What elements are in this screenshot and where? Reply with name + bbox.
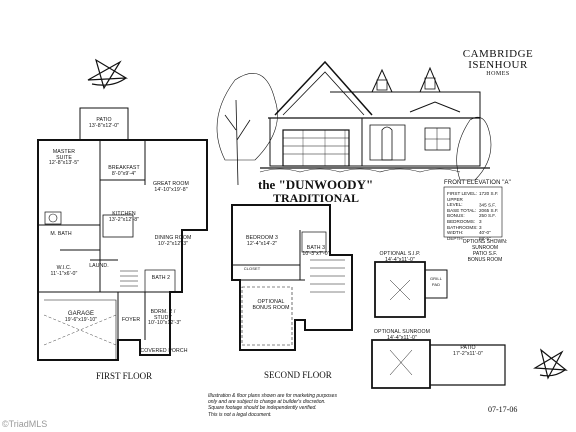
second-floor-title: SECOND FLOOR (264, 370, 332, 380)
first-floor-title: FIRST FLOOR (96, 371, 153, 381)
watermark: ©TriadMLS (2, 419, 48, 429)
signature-mark-top-left (87, 58, 128, 90)
plan-name: the "DUNWOODY" (258, 177, 374, 192)
stat-row: WIDTH:40'-0" (447, 230, 491, 236)
second-floor-plan (231, 204, 353, 351)
room-label-optional-bonus-room: OPTIONAL BONUS ROOM (252, 299, 290, 311)
stat-row: BASE TOTAL:2065 S.F. (447, 207, 499, 213)
elevation-label: FRONT ELEVATION "A" (444, 180, 511, 186)
plan-date: 07-17-06 (488, 405, 518, 414)
stat-row: BATHROOMS:3 (447, 224, 482, 230)
option-item: BONUS ROOM (467, 257, 503, 263)
room-label-foyer: FOYER (121, 317, 141, 323)
grill-pad-label: GRILL PAD (429, 276, 443, 287)
front-elevation-drawing (216, 60, 492, 186)
signature-mark-bottom-right (533, 348, 568, 380)
optional-sip-title: OPTIONAL S.I.P.14'-4"x11'-0" (379, 251, 421, 263)
options-shown: OPTIONS SHOWN: SUNROOM PATIO S.F. BONUS … (455, 239, 515, 263)
stat-row: BONUS:250 S.F. (447, 213, 496, 219)
optional-sip-plan (374, 261, 448, 318)
plan-style: TRADITIONAL (273, 191, 360, 205)
room-label-m-bath: M. BATH (50, 231, 72, 237)
stat-row: FIRST LEVEL:1720 S.F. (447, 191, 499, 196)
first-floor-plan (37, 107, 208, 361)
optional-sunroom-plan (371, 339, 506, 389)
stat-row: UPPER LEVEL:345 S.F. (447, 196, 496, 208)
brand-line-1: CAMBRIDGE (462, 48, 534, 60)
brand-line-2: ISENHOUR (468, 59, 528, 71)
brand-line-3: HOMES (486, 71, 510, 77)
room-label-laundry: LAUND. (89, 263, 109, 269)
disclaimer: Illustration & floor plans shown are for… (208, 393, 337, 418)
options-title: OPTIONS SHOWN: (462, 239, 508, 245)
stat-row: DEPTH:69'-5" (447, 235, 491, 241)
room-label-covered-porch: COVERED PORCH (140, 348, 188, 354)
stats-table: FIRST LEVEL:1720 S.F. UPPER LEVEL:345 S.… (447, 191, 517, 241)
option-item: PATIO S.F. (472, 251, 498, 257)
room-label-bath-2: BATH 2 (151, 275, 171, 281)
stats-box-border (443, 186, 503, 238)
room-label-wic: W.I.C.11'-1"x6'-0" (50, 265, 78, 277)
stat-row: BEDROOMS:3 (447, 218, 482, 224)
option-item: SUNROOM (471, 245, 499, 251)
room-label-closet: CLOSET (243, 266, 261, 271)
brand-logo: CAMBRIDGE ISENHOUR HOMES (462, 49, 534, 78)
